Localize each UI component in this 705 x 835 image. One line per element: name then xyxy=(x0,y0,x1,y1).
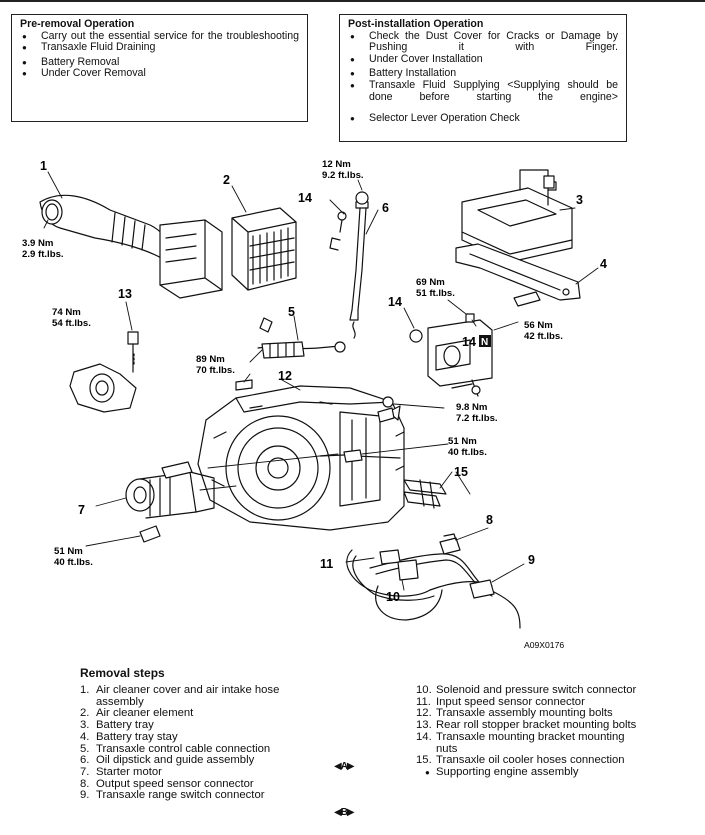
list-item: Transaxle Fluid Draining xyxy=(20,42,299,54)
oil-dipstick-drawing xyxy=(329,191,369,339)
reference-tag-b: ◀B▶ xyxy=(334,807,355,818)
air-cleaner-element-drawing xyxy=(231,207,297,291)
leader-lines xyxy=(43,171,599,591)
list-item: Transaxle Fluid Supplying <Supplying sho… xyxy=(348,79,618,103)
list-item: 12.Transaxle assembly mounting bolts xyxy=(416,707,613,720)
callout-2: 2 xyxy=(223,173,230,187)
list-item: 5.Transaxle control cable connection xyxy=(80,742,271,755)
callout-6: 6 xyxy=(382,201,389,215)
list-item: 13.Rear roll stopper bracket mounting bo… xyxy=(416,719,637,732)
torque-ftlbs: 54 ft.lbs. xyxy=(52,318,91,329)
list-item: 3.Battery tray xyxy=(80,719,154,732)
list-item: Selector Lever Operation Check xyxy=(348,113,618,125)
post-installation-box: Post-installation Operation Check the Du… xyxy=(339,14,627,142)
reference-tag-a: ◀A▶ xyxy=(334,761,355,772)
callout-15: 15 xyxy=(454,465,468,479)
pre-removal-box: Pre-removal Operation Carry out the esse… xyxy=(11,14,308,122)
list-item: 6.Oil dipstick and guide assembly xyxy=(80,754,255,767)
torque-ftlbs: 2.9 ft.lbs. xyxy=(22,249,64,260)
callout-numbers: 1 2 3 4 5 6 7 8 9 10 11 12 13 14 14 14 N… xyxy=(40,159,607,604)
callout-7: 7 xyxy=(78,503,85,517)
list-item: Battery Removal xyxy=(20,56,299,69)
torque-nm: 69 Nm xyxy=(416,277,445,288)
torque-nm: 12 Nm xyxy=(322,159,351,170)
callout-14: 14 xyxy=(388,295,402,309)
air-intake-hose-drawing xyxy=(39,194,223,299)
n-mark-box xyxy=(479,335,491,347)
list-item: Under Cover Removal xyxy=(20,68,299,80)
torque-ftlbs: 40 ft.lbs. xyxy=(448,447,487,458)
removal-steps-title: Removal steps xyxy=(80,666,165,680)
list-item: 2.Air cleaner element xyxy=(80,707,194,720)
pre-removal-title: Pre-removal Operation xyxy=(20,18,135,30)
post-installation-list: Check the Dust Cover for Cracks or Damag… xyxy=(348,30,618,125)
torque-nm: 9.8 Nm xyxy=(456,402,487,413)
bullet-icon: ● xyxy=(425,767,430,777)
list-item: 10.Solenoid and pressure switch connecto… xyxy=(416,684,637,696)
torque-ftlbs: 42 ft.lbs. xyxy=(524,331,563,342)
list-item: 4.Battery tray stay xyxy=(80,730,178,743)
callout-10: 10 xyxy=(386,590,400,604)
list-item: 14.Transaxle mounting bracket mounting n… xyxy=(416,730,625,755)
removal-steps-left: 1.Air cleaner cover and air intake hose … xyxy=(80,684,320,802)
list-item: Under Cover Installation xyxy=(348,53,618,66)
callout-11: 11 xyxy=(320,557,333,571)
list-item: 9.Transaxle range switch connector xyxy=(80,789,265,802)
n-mark: N xyxy=(481,337,488,348)
removal-steps: Removal steps 1.Air cleaner cover and ai… xyxy=(80,666,640,818)
removal-steps-right: 10.Solenoid and pressure switch connecto… xyxy=(416,684,640,779)
pre-removal-list: Carry out the essential service for the … xyxy=(20,30,299,80)
control-cable-drawing xyxy=(235,317,346,391)
list-item: 15.Transaxle oil cooler hoses connection xyxy=(416,754,625,767)
bolts-drawing xyxy=(319,407,395,463)
exploded-diagram: 1 2 3 4 5 6 7 8 9 10 11 12 13 14 14 14 N… xyxy=(22,159,607,650)
torque-nm: 74 Nm xyxy=(52,307,81,318)
list-item: 11.Input speed sensor connector xyxy=(416,695,585,708)
rear-roll-stopper-drawing xyxy=(69,331,139,413)
callout-14: 14 xyxy=(298,191,312,205)
top-rule xyxy=(0,0,705,2)
list-item: Check the Dust Cover for Cracks or Damag… xyxy=(348,30,618,54)
torque-ftlbs: 51 ft.lbs. xyxy=(416,288,455,299)
torque-nm: 56 Nm xyxy=(524,320,553,331)
post-installation-title: Post-installation Operation xyxy=(348,18,484,30)
callout-9: 9 xyxy=(528,553,535,567)
torque-nm: 51 Nm xyxy=(54,546,83,557)
callout-4: 4 xyxy=(600,257,607,271)
battery-tray-drawing xyxy=(461,169,573,263)
torque-nm: 3.9 Nm xyxy=(22,238,53,249)
torque-ftlbs: 40 ft.lbs. xyxy=(54,557,93,568)
list-item: Battery Installation xyxy=(348,68,618,80)
list-item: 7.Starter motor xyxy=(80,765,162,778)
torque-nm: 89 Nm xyxy=(196,354,225,365)
callout-8: 8 xyxy=(486,513,493,527)
figure-code: A09X0176 xyxy=(524,640,564,650)
callout-12: 12 xyxy=(278,369,292,383)
torque-ftlbs: 70 ft.lbs. xyxy=(196,365,235,376)
list-item: Carry out the essential service for the … xyxy=(20,30,299,43)
torque-nm: 51 Nm xyxy=(448,436,477,447)
oil-cooler-hoses-drawing xyxy=(403,479,447,509)
callout-13: 13 xyxy=(118,287,132,301)
starter-motor-drawing xyxy=(125,461,215,543)
torque-ftlbs: 7.2 ft.lbs. xyxy=(456,413,498,424)
torque-labels: 12 Nm 9.2 ft.lbs. 3.9 Nm 2.9 ft.lbs. 69 … xyxy=(22,159,563,568)
callout-1: 1 xyxy=(40,159,47,173)
callout-14: 14 xyxy=(462,335,476,349)
torque-ftlbs: 9.2 ft.lbs. xyxy=(322,170,364,181)
callout-3: 3 xyxy=(576,193,583,207)
transaxle-mount-bracket-drawing xyxy=(409,313,493,397)
list-item: 8.Output speed sensor connector xyxy=(80,777,254,790)
wiring-harness-drawing xyxy=(346,533,521,629)
callout-5: 5 xyxy=(288,305,295,319)
battery-tray-stay-drawing xyxy=(455,243,581,307)
list-item: 1.Air cleaner cover and air intake hose … xyxy=(80,684,280,708)
list-item: ●Supporting engine assembly xyxy=(425,765,579,778)
